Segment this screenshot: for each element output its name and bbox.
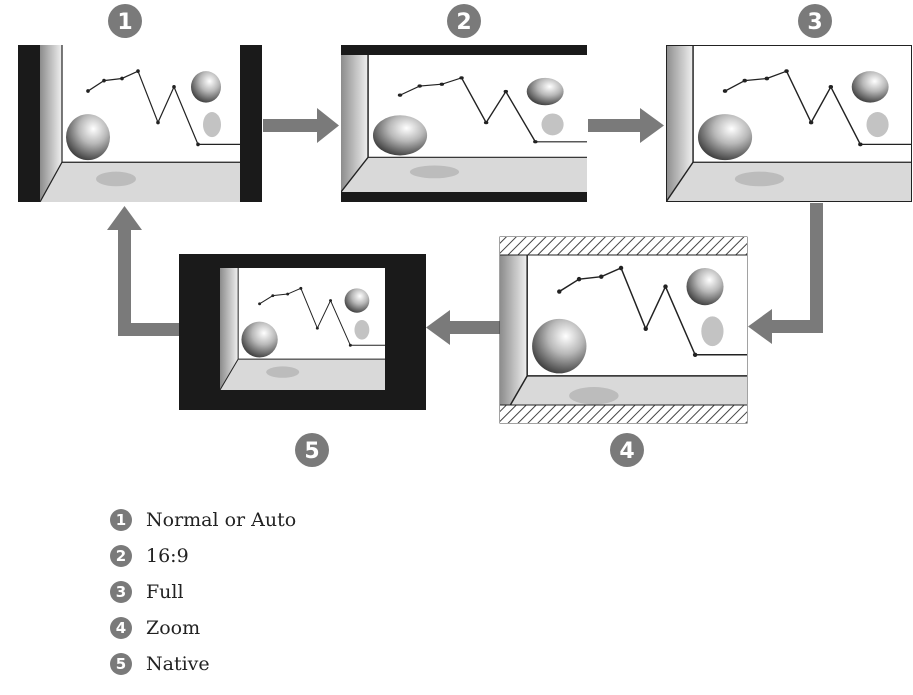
legend-label: Native [146, 653, 210, 675]
svg-text:3: 3 [807, 10, 822, 35]
arrow-5-to-1 [107, 206, 180, 336]
badge-panel-2: 2 [447, 4, 481, 38]
svg-text:1: 1 [117, 10, 132, 35]
svg-text:5: 5 [304, 439, 319, 464]
svg-text:4: 4 [619, 439, 634, 464]
legend-item-normal-or-auto: 1 Normal or Auto [110, 505, 296, 535]
arrow-4-to-5 [426, 310, 500, 345]
arrow-3-to-4 [748, 203, 823, 344]
legend-item-full: 3 Full [110, 577, 184, 607]
legend-number-badge: 2 [110, 545, 132, 567]
panel-16-9 [341, 45, 587, 202]
arrow-2-to-3 [588, 108, 664, 143]
badge-panel-3: 3 [798, 4, 832, 38]
panel-native [179, 254, 426, 410]
legend-label: Zoom [146, 617, 201, 639]
legend-number-badge: 5 [110, 653, 132, 675]
legend-number-badge: 1 [110, 509, 132, 531]
legend-number-badge: 3 [110, 581, 132, 603]
legend-item-native: 5 Native [110, 649, 210, 679]
panel-zoom [499, 236, 748, 424]
legend-item-16-9: 2 16:9 [110, 541, 189, 571]
legend-item-zoom: 4 Zoom [110, 613, 200, 643]
legend-number-badge: 4 [110, 617, 132, 639]
badge-panel-1: 1 [108, 4, 142, 38]
legend-label: 16:9 [146, 545, 189, 567]
aspect-mode-diagram: 1 2 3 4 5 [18, 4, 912, 467]
panel-normal-or-auto [18, 45, 262, 202]
arrow-1-to-2 [263, 108, 339, 143]
legend-label: Full [146, 581, 184, 603]
flow-arrows [107, 108, 823, 345]
legend-label: Normal or Auto [146, 509, 297, 531]
svg-text:2: 2 [456, 10, 471, 35]
badge-panel-4: 4 [610, 433, 644, 467]
panel-full [666, 45, 912, 202]
badge-panel-5: 5 [295, 433, 329, 467]
